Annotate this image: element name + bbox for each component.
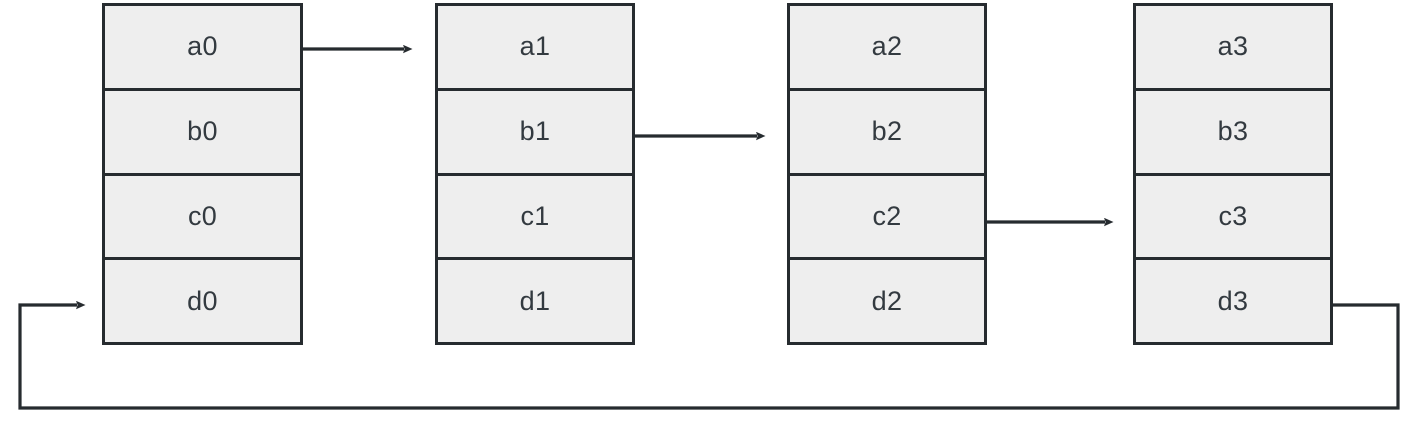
node-cell-b0[interactable]: b0 bbox=[105, 90, 300, 176]
node-cell-c3[interactable]: c3 bbox=[1136, 175, 1330, 261]
node-cell-a2[interactable]: a2 bbox=[790, 6, 984, 91]
node-cell-b3[interactable]: b3 bbox=[1136, 90, 1330, 176]
node-cell-label: c2 bbox=[872, 200, 902, 231]
node-box-3[interactable]: a3 b3 c3 d3 bbox=[1133, 3, 1333, 345]
node-cell-label: a0 bbox=[187, 31, 218, 62]
node-cell-d3[interactable]: d3 bbox=[1136, 260, 1330, 342]
node-cell-a0[interactable]: a0 bbox=[105, 6, 300, 91]
node-cell-label: a3 bbox=[1217, 31, 1249, 62]
connector-d3-to-d0-loop bbox=[18, 300, 1400, 410]
node-cell-label: d1 bbox=[519, 285, 551, 316]
node-cell-label: d2 bbox=[871, 285, 903, 316]
node-cell-a3[interactable]: a3 bbox=[1136, 6, 1330, 91]
node-cell-label: b3 bbox=[1217, 116, 1249, 147]
node-box-0[interactable]: a0 b0 c0 d0 bbox=[102, 3, 303, 345]
node-cell-d0[interactable]: d0 bbox=[105, 260, 300, 342]
node-cell-label: d3 bbox=[1217, 285, 1249, 316]
node-cell-label: a1 bbox=[519, 31, 551, 62]
node-cell-d2[interactable]: d2 bbox=[790, 260, 984, 342]
node-cell-label: a2 bbox=[871, 31, 903, 62]
node-cell-d1[interactable]: d1 bbox=[438, 260, 632, 342]
node-cell-label: c3 bbox=[1218, 200, 1248, 231]
node-cell-label: c1 bbox=[520, 200, 550, 231]
node-cell-c2[interactable]: c2 bbox=[790, 175, 984, 261]
node-cell-c0[interactable]: c0 bbox=[105, 175, 300, 261]
node-cell-label: b2 bbox=[871, 116, 903, 147]
node-cell-label: c0 bbox=[187, 200, 218, 231]
node-cell-c1[interactable]: c1 bbox=[438, 175, 632, 261]
node-cell-b2[interactable]: b2 bbox=[790, 90, 984, 176]
node-box-2[interactable]: a2 b2 c2 d2 bbox=[787, 3, 987, 345]
node-cell-label: b1 bbox=[519, 116, 551, 147]
node-cell-a1[interactable]: a1 bbox=[438, 6, 632, 91]
node-cell-label: b0 bbox=[187, 116, 218, 147]
node-cell-b1[interactable]: b1 bbox=[438, 90, 632, 176]
node-cell-label: d0 bbox=[187, 285, 218, 316]
node-box-1[interactable]: a1 b1 c1 d1 bbox=[435, 3, 635, 345]
